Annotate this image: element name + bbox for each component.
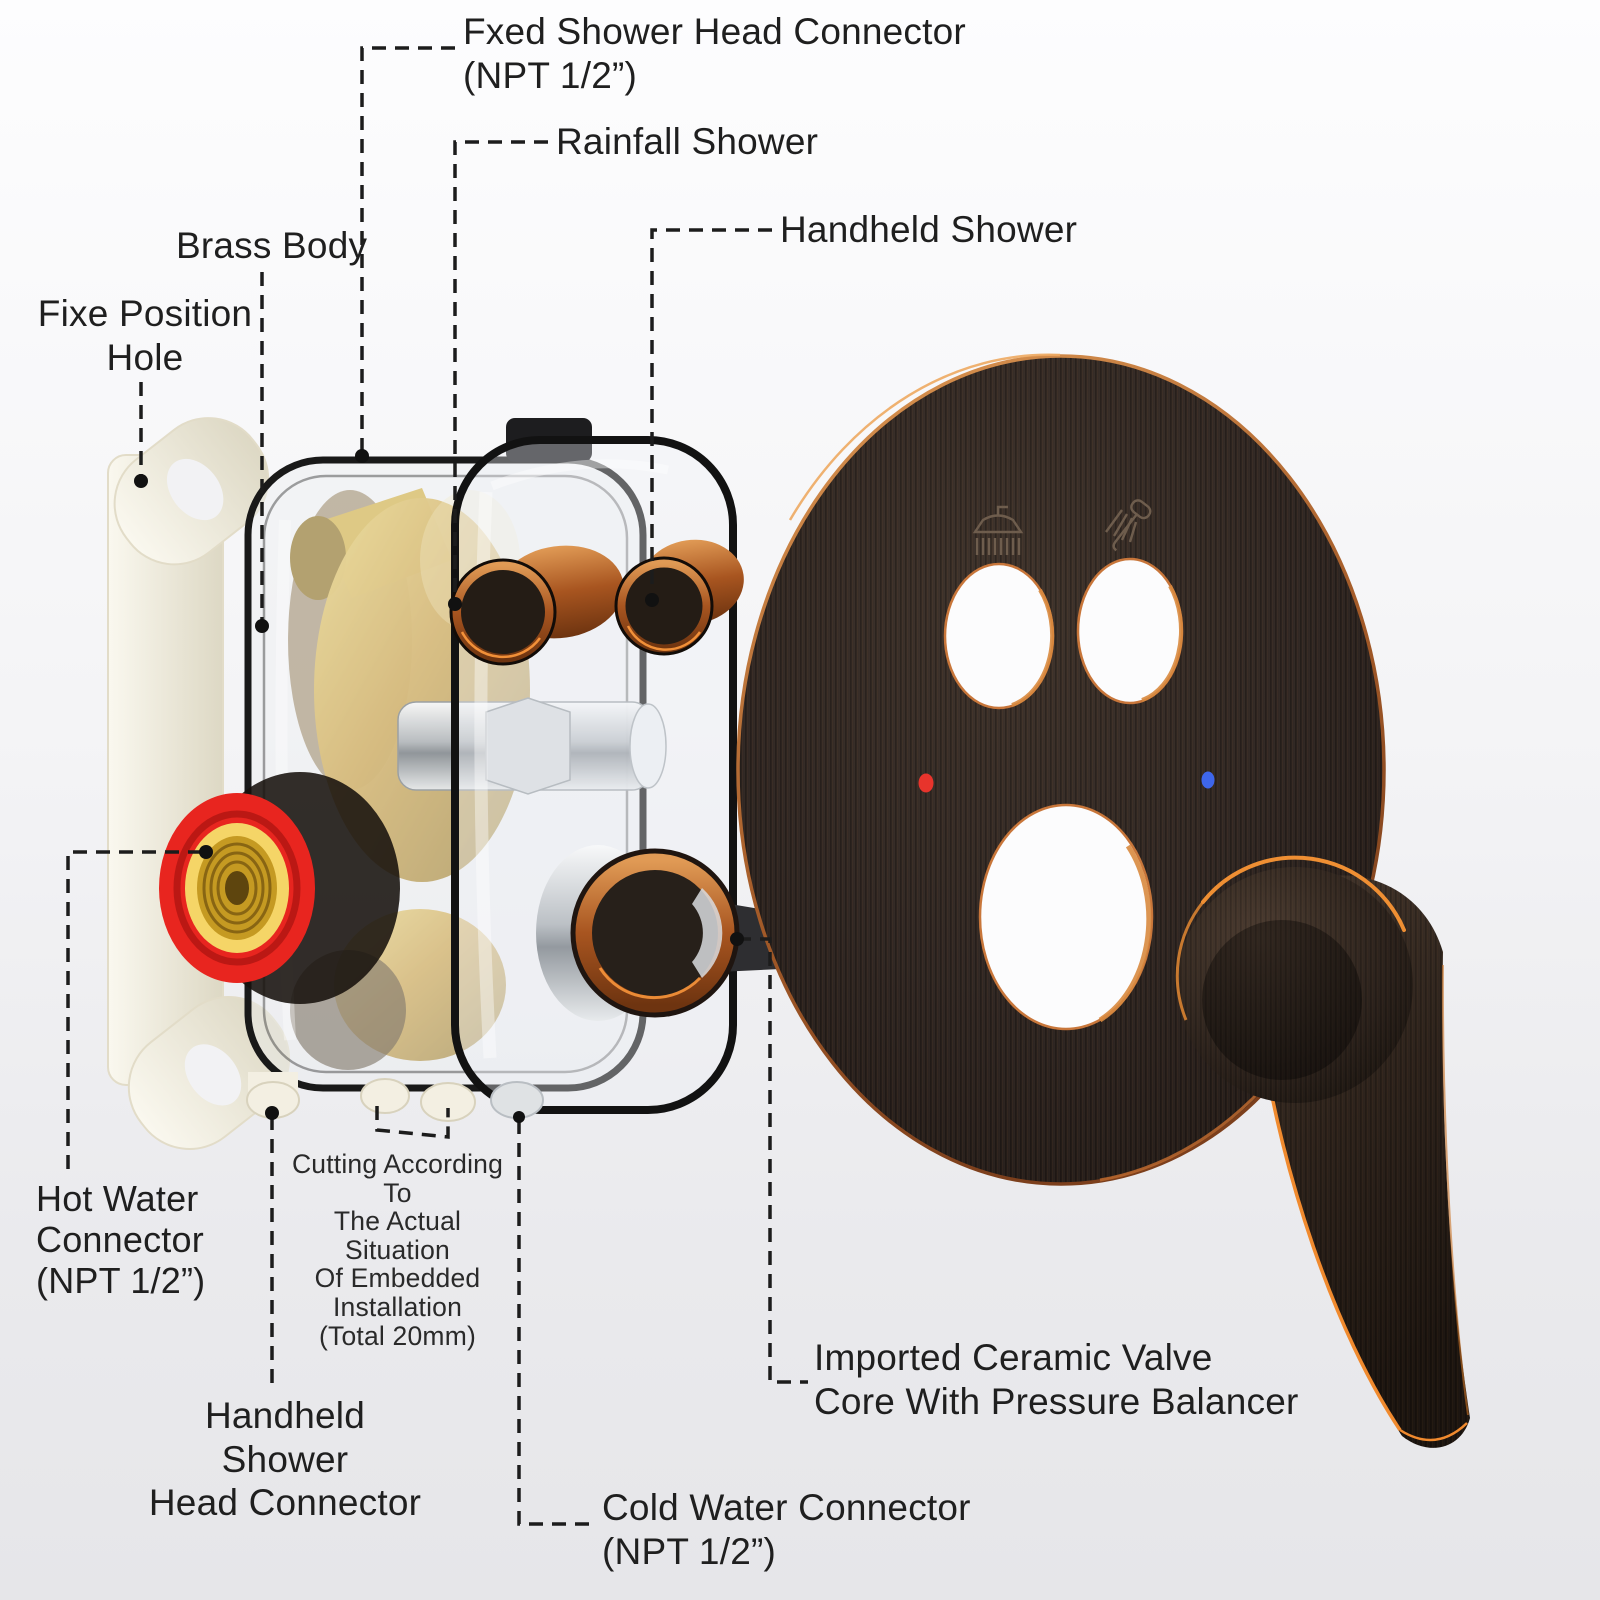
plate-holes bbox=[943, 557, 1184, 1031]
leader-lines bbox=[66, 46, 808, 1526]
trim-plate bbox=[736, 353, 1386, 1186]
hot-water-connector bbox=[159, 772, 400, 1004]
hot-indicator-dot bbox=[918, 773, 934, 793]
label-cold-water-connector: Cold Water Connector (NPT 1/2”) bbox=[602, 1487, 971, 1572]
leader-hot-water bbox=[66, 850, 202, 1170]
rainfall-shower-icon bbox=[972, 505, 1024, 555]
label-cutting-note: Cutting According To The Actual Situatio… bbox=[291, 1149, 504, 1351]
handle-hole bbox=[978, 803, 1154, 1031]
label-fixe-position-hole: Fixe Position Hole bbox=[37, 293, 253, 378]
label-hot-water-connector: Hot Water Connector (NPT 1/2”) bbox=[36, 1178, 206, 1302]
cold-indicator-dot bbox=[1201, 771, 1215, 789]
leader-imported-ceramic bbox=[737, 937, 808, 1384]
leader-dots bbox=[134, 449, 744, 1123]
ceramic-valve-core bbox=[536, 845, 810, 1021]
handheld-shower-icon bbox=[1105, 499, 1152, 552]
leader-rainfall bbox=[453, 140, 548, 600]
leader-cold-water bbox=[517, 1120, 596, 1526]
bottom-connectors bbox=[246, 1072, 544, 1122]
valve-cartridge-housing bbox=[397, 697, 667, 795]
leader-fixed-connector bbox=[360, 46, 455, 452]
label-brass-body: Brass Body bbox=[176, 225, 368, 266]
fixe-position-hole-bottom bbox=[184, 1044, 242, 1106]
rainfall-button bbox=[449, 545, 624, 666]
handheld-button bbox=[614, 539, 744, 656]
handle bbox=[1175, 855, 1470, 1448]
label-rainfall-shower: Rainfall Shower bbox=[556, 121, 819, 162]
leader-cutting-note bbox=[375, 1106, 450, 1139]
fixe-position-hole-top bbox=[166, 458, 224, 521]
leader-handheld bbox=[650, 228, 772, 596]
valve-body bbox=[107, 417, 810, 1150]
label-fixed-shower-head-connector: Fxed Shower Head Connector (NPT 1/2”) bbox=[463, 11, 966, 96]
label-handheld-shower-head-connector: Handheld Shower Head Connector bbox=[148, 1395, 422, 1524]
label-handheld-shower: Handheld Shower bbox=[780, 209, 1078, 250]
label-imported-ceramic-valve: Imported Ceramic Valve Core With Pressur… bbox=[814, 1337, 1299, 1422]
